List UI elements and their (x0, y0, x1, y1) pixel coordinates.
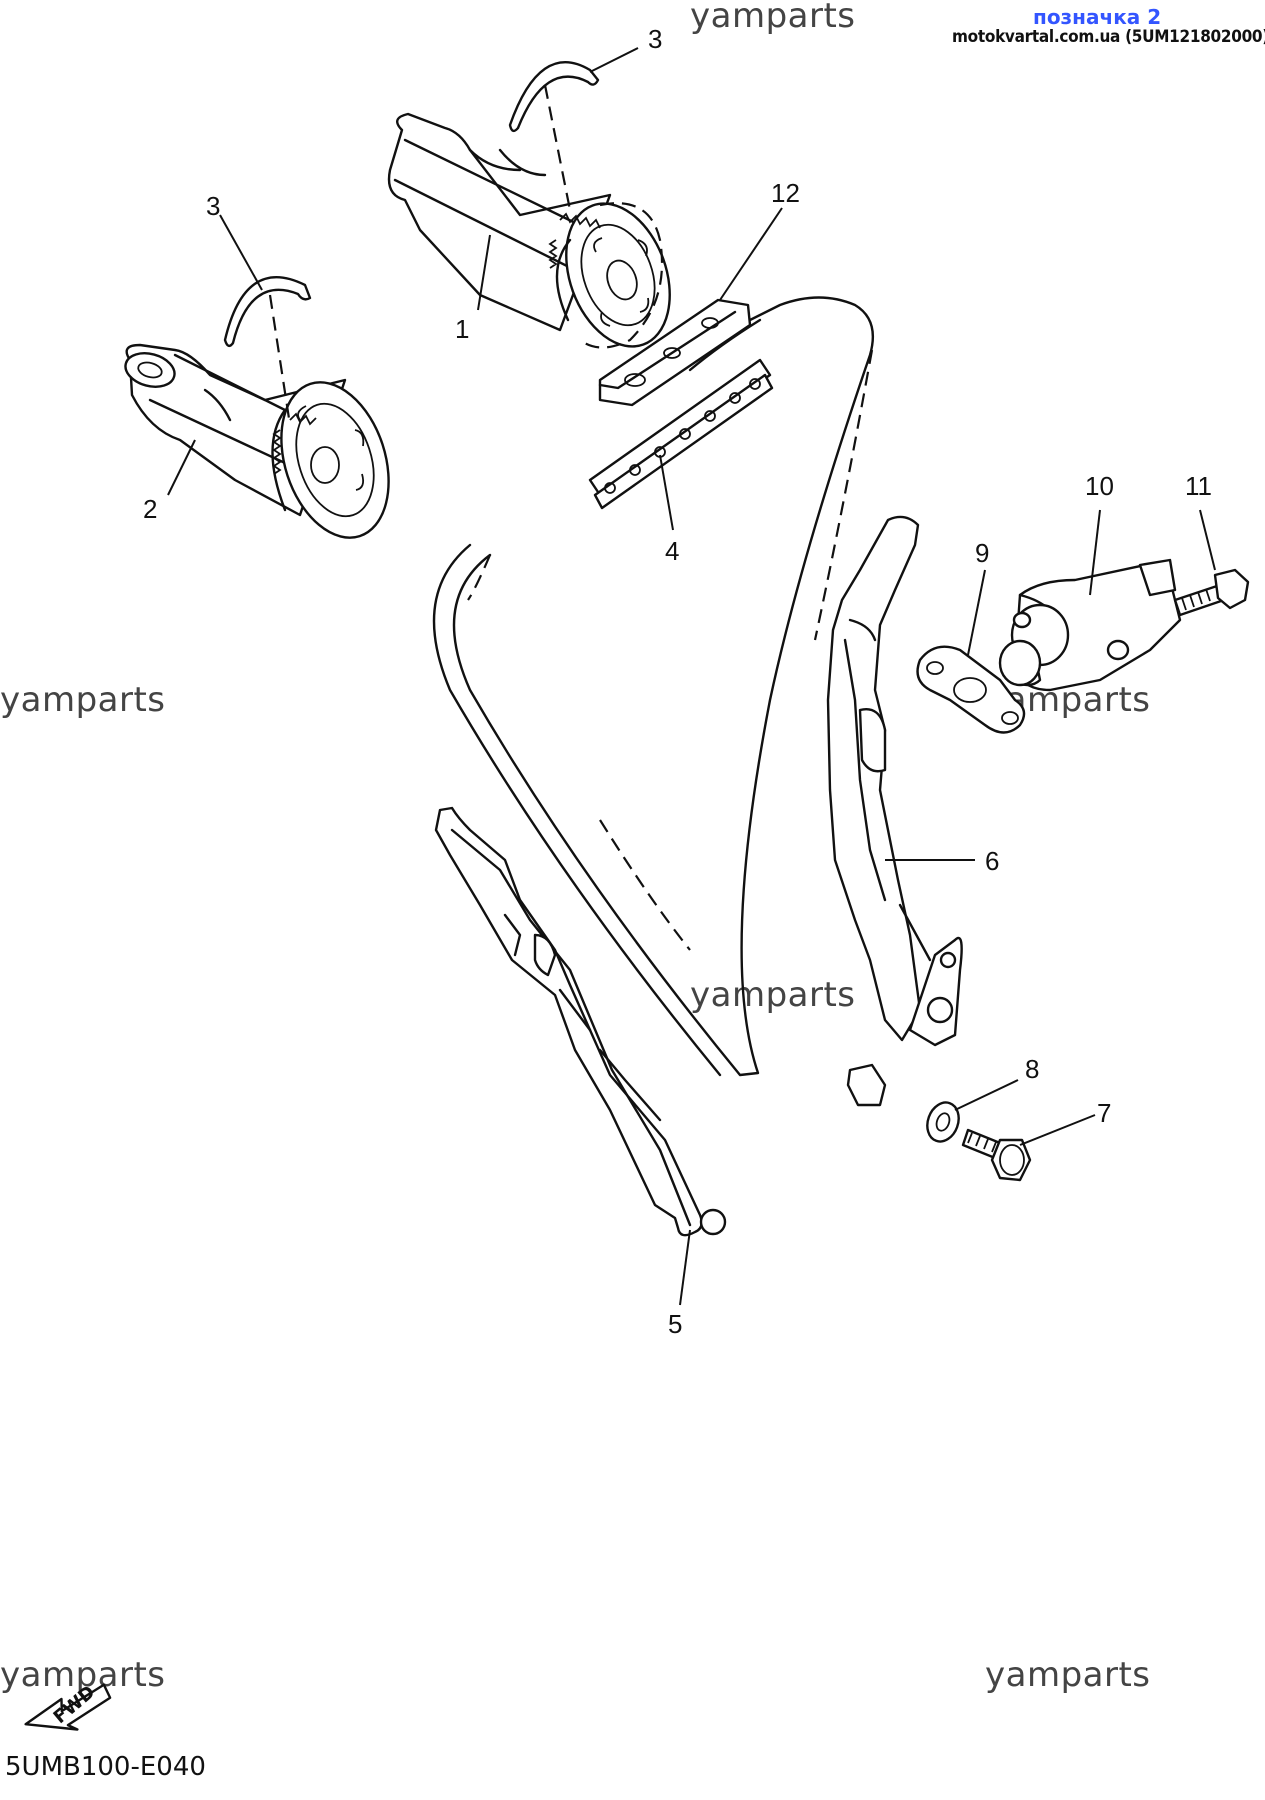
figure-code: 5UMB100-E040 (5, 1752, 206, 1782)
watermark-top: yamparts (690, 0, 856, 36)
watermark-center: yamparts (690, 975, 856, 1015)
callout-3-top: 3 (648, 24, 662, 54)
chain-guide-6 (826, 515, 963, 1107)
tensioner-10 (998, 558, 1182, 692)
fwd-arrow: FWD (24, 1682, 112, 1731)
callout-2: 2 (143, 494, 157, 524)
callout-12: 12 (771, 178, 800, 208)
callout-4: 4 (665, 536, 679, 566)
watermark-left: yamparts (0, 680, 166, 720)
source-site: motokvartal.com.ua (5UM121802000) (952, 27, 1265, 47)
callout-10: 10 (1085, 471, 1114, 501)
gasket-9 (916, 645, 1026, 734)
cam-chain-4 (432, 296, 875, 1077)
callout-8: 8 (1025, 1054, 1039, 1084)
callout-5: 5 (668, 1309, 682, 1339)
camshaft-2 (124, 343, 390, 539)
callout-9: 9 (975, 538, 989, 568)
chain-guide-5 (434, 806, 727, 1237)
watermark-bottom-right: yamparts (985, 1655, 1151, 1695)
watermark-bottom-left: yamparts (0, 1655, 166, 1695)
bolt-11 (1173, 568, 1250, 617)
camshaft-1 (387, 112, 671, 349)
leader-lines (167, 47, 1216, 1306)
callout-7: 7 (1097, 1098, 1111, 1128)
clip-3-top (508, 60, 600, 133)
bolt-7 (961, 1128, 1032, 1182)
callout-11: 11 (1185, 471, 1212, 501)
callout-6: 6 (985, 846, 999, 876)
chain-links (588, 358, 774, 510)
clip-3-top-guideline (543, 84, 572, 211)
clip-3-left (223, 275, 312, 348)
callout-1: 1 (455, 314, 469, 344)
diagram-label: позначка 2 (1033, 5, 1162, 29)
washer-8 (926, 1101, 960, 1143)
callout-3-left: 3 (206, 191, 220, 221)
